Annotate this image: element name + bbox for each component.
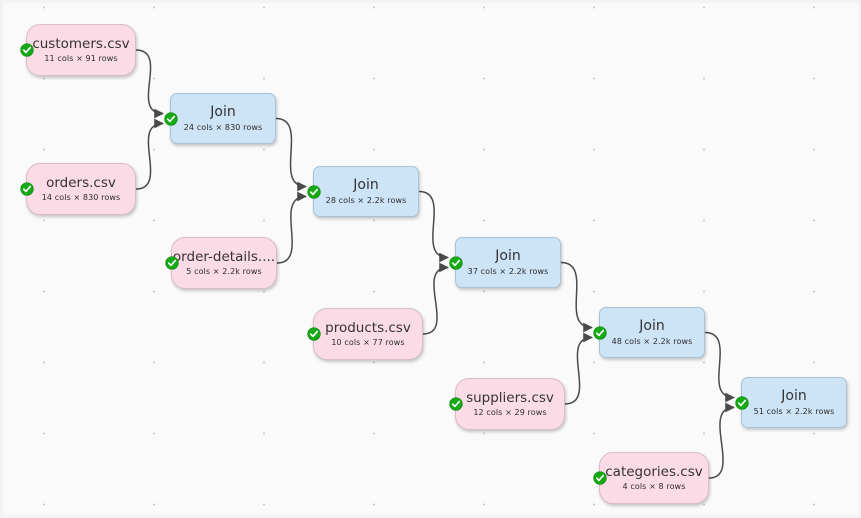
node-title: products.csv (325, 320, 411, 336)
node-meta: 5 cols × 2.2k rows (186, 267, 262, 277)
node-meta: 28 cols × 2.2k rows (325, 196, 407, 206)
edge-orders-to-join1[interactable] (135, 118, 164, 190)
node-meta: 4 cols × 8 rows (622, 482, 686, 492)
check-circle-icon (20, 182, 34, 196)
node-join4[interactable]: Join 48 cols × 2.2k rows (593, 307, 705, 358)
node-suppliers[interactable]: suppliers.csv 12 cols × 29 rows (449, 378, 565, 430)
check-circle-icon (20, 43, 34, 57)
node-title: order-details.... (172, 249, 276, 265)
node-title: orders.csv (46, 175, 116, 191)
node-meta: 10 cols × 77 rows (331, 338, 405, 348)
edge-customers-to-join1[interactable] (135, 49, 164, 119)
node-title: Join (210, 104, 236, 120)
node-meta: 51 cols × 2.2k rows (753, 407, 835, 417)
node-join3[interactable]: Join 37 cols × 2.2k rows (449, 237, 561, 288)
edge-join4-to-join5[interactable] (704, 331, 735, 403)
edge-order-details-to-join2[interactable] (276, 191, 307, 264)
node-meta: 12 cols × 29 rows (473, 408, 547, 418)
check-circle-icon (449, 255, 463, 270)
check-circle-icon (165, 256, 179, 270)
node-orders[interactable]: orders.csv 14 cols × 830 rows (20, 163, 136, 215)
node-title: categories.csv (605, 464, 703, 480)
node-title: Join (639, 318, 665, 334)
edge-join2-to-join3[interactable] (418, 190, 449, 263)
node-customers[interactable]: customers.csv 11 cols × 91 rows (20, 24, 136, 76)
node-categories[interactable]: categories.csv 4 cols × 8 rows (593, 452, 709, 504)
node-title: Join (495, 248, 521, 264)
check-circle-icon (449, 397, 463, 411)
node-meta: 11 cols × 91 rows (44, 54, 118, 64)
check-circle-icon (593, 325, 607, 340)
node-join1[interactable]: Join 24 cols × 830 rows (164, 93, 276, 144)
node-title: suppliers.csv (466, 390, 554, 406)
check-circle-icon (164, 111, 178, 126)
node-title: customers.csv (32, 36, 130, 52)
node-title: Join (781, 388, 807, 404)
node-title: Join (353, 177, 379, 193)
node-products[interactable]: products.csv 10 cols × 77 rows (307, 308, 423, 360)
check-circle-icon (735, 395, 749, 410)
edge-categories-to-join5[interactable] (708, 402, 735, 479)
check-circle-icon (593, 471, 607, 485)
edge-products-to-join3[interactable] (422, 262, 449, 335)
node-meta: 14 cols × 830 rows (41, 193, 121, 203)
edge-layer (135, 49, 735, 479)
node-order-details[interactable]: order-details.... 5 cols × 2.2k rows (165, 237, 277, 289)
node-join5[interactable]: Join 51 cols × 2.2k rows (735, 377, 847, 428)
edge-join1-to-join2[interactable] (275, 117, 307, 192)
node-meta: 24 cols × 830 rows (183, 123, 263, 133)
node-meta: 37 cols × 2.2k rows (467, 267, 549, 277)
node-meta: 48 cols × 2.2k rows (611, 337, 693, 347)
check-circle-icon (307, 327, 321, 341)
edge-suppliers-to-join4[interactable] (564, 332, 593, 405)
check-circle-icon (307, 184, 321, 199)
edge-join3-to-join4[interactable] (560, 261, 593, 333)
node-join2[interactable]: Join 28 cols × 2.2k rows (307, 166, 419, 217)
